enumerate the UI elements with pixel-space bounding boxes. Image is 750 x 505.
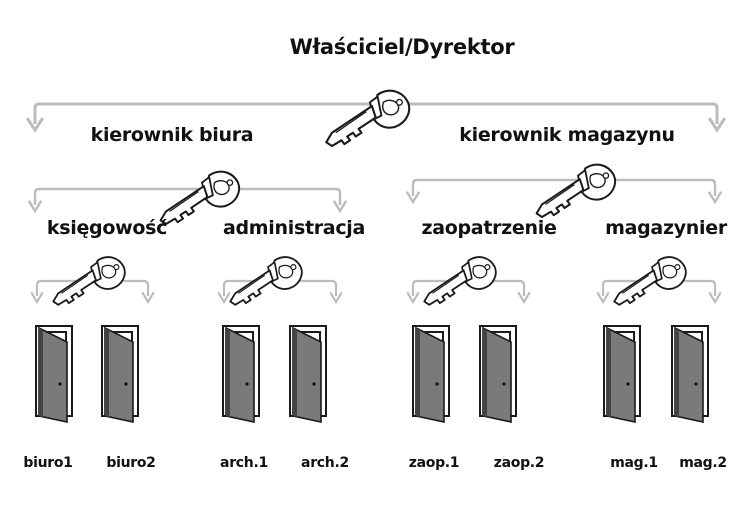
- department-label-accounting: księgowość: [46, 217, 168, 239]
- branch-arrow-icon: [27, 187, 348, 214]
- key-icon: [535, 163, 617, 218]
- door-label: biuro1: [23, 455, 73, 471]
- door-label: zaop.2: [493, 455, 545, 471]
- open-door-icon: [671, 325, 709, 423]
- department-label-supply: zaopatrzenie: [421, 217, 557, 239]
- keys-layer: [52, 89, 687, 306]
- branch-arrow-icon: [405, 178, 723, 205]
- door-label: biuro2: [106, 455, 156, 471]
- department-label-warehouseman: magazynier: [605, 217, 727, 239]
- open-door-icon: [412, 325, 450, 423]
- department-label-administration: administracja: [222, 217, 366, 239]
- key-icon: [325, 89, 411, 148]
- open-door-icon: [479, 325, 517, 423]
- door-label: arch.1: [220, 455, 268, 471]
- open-door-icon: [101, 325, 139, 423]
- doors-layer: [35, 325, 709, 423]
- door-label: arch.2: [301, 455, 349, 471]
- branch-arrow-icon: [30, 279, 155, 305]
- manager-label-office: kierownik biura: [90, 124, 254, 146]
- door-label: zaop.1: [408, 455, 460, 471]
- door-label: mag.2: [679, 455, 727, 471]
- open-door-icon: [35, 325, 73, 423]
- open-door-icon: [289, 325, 327, 423]
- owner-label: Właściciel/Dyrektor: [289, 35, 515, 59]
- manager-label-warehouse: kierownik magazynu: [459, 124, 675, 146]
- open-door-icon: [603, 325, 641, 423]
- door-label: mag.1: [610, 455, 658, 471]
- open-door-icon: [222, 325, 260, 423]
